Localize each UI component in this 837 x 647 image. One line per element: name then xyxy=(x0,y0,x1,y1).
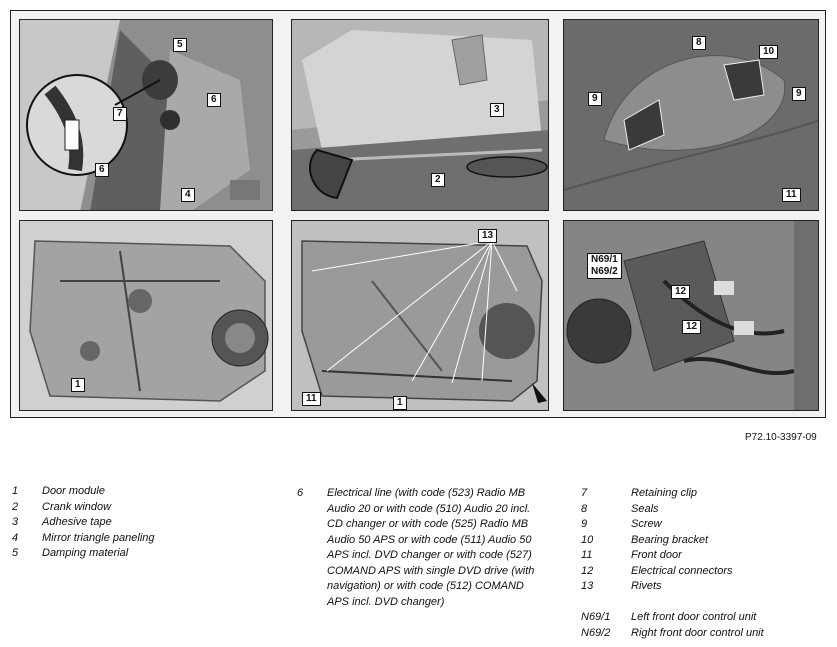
legend-number: 9 xyxy=(581,518,588,530)
legend-item: 12 Electrical connectors xyxy=(581,564,831,580)
callout-12: 12 xyxy=(682,320,702,334)
legend-number: 8 xyxy=(581,502,588,515)
callout-11: 11 xyxy=(302,392,321,406)
callout-n69-1: N69/1 N69/2 xyxy=(591,254,618,277)
callout-13: 13 xyxy=(478,229,498,243)
legend-column-3b: N69/1 Left front door control unit N69/2 R… xyxy=(581,610,831,641)
callout-4: 4 xyxy=(181,188,195,202)
panel-mirror-triangle: 5 6 7 6 4 xyxy=(19,19,273,211)
legend-item: 10 Bearing bracket xyxy=(581,533,831,549)
legend-item: 9 Screw xyxy=(581,517,831,533)
legend-text: Retaining clip xyxy=(631,487,698,499)
legend-number: 5 xyxy=(12,547,19,559)
legend-number: 6 xyxy=(297,487,304,499)
figure-frame: 5 6 7 6 4 3 2 8 10 9 9 xyxy=(10,10,826,418)
panel-control-unit: N69/1 N69/2 12 12 xyxy=(563,220,819,411)
legend-item: 4 Mirror triangle paneling xyxy=(12,531,272,547)
legend-text: Adhesive tape xyxy=(42,516,112,528)
door-rivets-illustration xyxy=(292,221,548,410)
legend-item: 3 Adhesive tape xyxy=(12,515,272,531)
legend-number: N69/2 xyxy=(581,626,611,639)
callout-10: 10 xyxy=(759,45,779,59)
callout-2: 2 xyxy=(431,173,445,187)
legend-text: Door module xyxy=(42,485,105,497)
callout-1: 1 xyxy=(393,396,407,410)
legend-number: 2 xyxy=(12,500,19,513)
callout-6: 6 xyxy=(95,163,109,177)
legend-item: N69/2 Right front door control unit xyxy=(581,626,831,642)
callout-8: 8 xyxy=(692,36,706,50)
legend-item: 8 Seals xyxy=(581,502,831,518)
legend-number: 4 xyxy=(12,531,19,544)
panel-door-module: 1 xyxy=(19,220,273,411)
legend-column-2: 6 Electrical line (with code (523) Radio … xyxy=(297,486,547,610)
legend-number: 11 xyxy=(581,549,593,561)
legend-text: Right front door control unit xyxy=(631,626,764,639)
door-closeup-illustration xyxy=(564,20,818,210)
callout-9: 9 xyxy=(792,87,806,101)
callout-6: 6 xyxy=(207,93,221,107)
control-unit-illustration xyxy=(564,221,818,410)
door-exterior-illustration xyxy=(292,20,548,210)
legend-number: 3 xyxy=(12,516,19,528)
legend-text: Damping material xyxy=(42,547,129,559)
legend-item: 2 Crank window xyxy=(12,500,272,516)
legend-text: Bearing bracket xyxy=(631,533,709,546)
figure-reference: P72.10-3397-09 xyxy=(745,432,817,443)
legend-number: N69/1 xyxy=(581,611,611,623)
legend-number: 12 xyxy=(581,564,594,577)
legend-text: Electrical connectors xyxy=(631,564,733,577)
legend-item: 1 Door module xyxy=(12,484,272,500)
legend-text: Crank window xyxy=(42,500,112,513)
callout-7: 7 xyxy=(113,107,127,121)
legend-text: Mirror triangle paneling xyxy=(42,531,155,544)
callout-3: 3 xyxy=(490,103,504,117)
legend-number: 13 xyxy=(581,580,594,592)
legend-text: Electrical line (with code (523) Radio M… xyxy=(327,487,535,608)
legend-item: 7 Retaining clip xyxy=(581,486,831,502)
callout-1: 1 xyxy=(71,378,85,392)
callout-5: 5 xyxy=(173,38,187,52)
legend-text: Front door xyxy=(631,549,682,561)
callout-11: 11 xyxy=(782,188,801,202)
legend-item: 11 Front door xyxy=(581,548,831,564)
callout-9: 9 xyxy=(588,92,602,106)
legend-number: 10 xyxy=(581,533,594,546)
legend-item: 5 Damping material xyxy=(12,546,272,562)
legend-number: 1 xyxy=(12,485,19,497)
legend-text: Screw xyxy=(631,518,662,530)
legend-item: 13 Rivets xyxy=(581,579,831,595)
legend-column-3: 7 Retaining clip 8 Seals 9 Screw 10 Bearing … xyxy=(581,486,831,595)
legend-number: 7 xyxy=(581,487,588,499)
legend-text: Left front door control unit xyxy=(631,611,757,623)
callout-n69: N69/1 N69/2 xyxy=(587,253,622,279)
legend-item: N69/1 Left front door control unit xyxy=(581,610,831,626)
callout-12: 12 xyxy=(671,285,691,299)
legend-column-1: 1 Door module 2 Crank window 3 Adhesive tap… xyxy=(12,484,272,562)
panel-door-rivets: 13 11 1 xyxy=(291,220,549,411)
panel-door-exterior: 3 2 xyxy=(291,19,549,211)
legend-item: 6 Electrical line (with code (523) Radio … xyxy=(297,486,547,610)
legend-text: Seals xyxy=(631,502,659,515)
door-module-illustration xyxy=(20,221,272,410)
mirror-triangle-illustration xyxy=(20,20,272,210)
panel-door-closeup: 8 10 9 9 11 xyxy=(563,19,819,211)
legend-text: Rivets xyxy=(631,580,662,592)
